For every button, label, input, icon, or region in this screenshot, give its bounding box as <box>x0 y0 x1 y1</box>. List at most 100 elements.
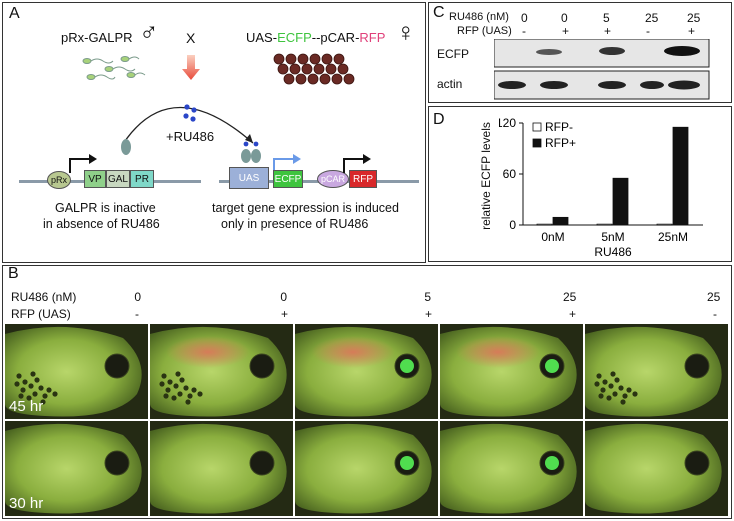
sperm-illustration <box>82 56 146 80</box>
time-label: 30 hr <box>9 495 44 512</box>
gal-domain: GAL <box>106 170 130 188</box>
c-ru486-value: 0 <box>561 11 568 25</box>
x-axis-label: RU486 <box>594 245 632 257</box>
c-rfp-header: RFP (UAS) <box>457 25 512 37</box>
western-blot <box>494 39 710 100</box>
parent1-label: pRx-GALPR <box>61 30 133 45</box>
caption-left-line2: in absence of RU486 <box>43 217 160 231</box>
tadpole-drawing <box>585 324 728 419</box>
b-ru486-value: 0 <box>280 290 287 304</box>
y-tick-label: 0 <box>509 218 516 232</box>
x-tick-label: 25nM <box>658 230 688 244</box>
tadpole-drawing <box>5 421 148 516</box>
b-ru486-value: 25 <box>707 290 721 304</box>
actin-bands <box>498 80 700 90</box>
tadpole-image <box>585 421 728 516</box>
tadpole-drawing <box>150 324 293 419</box>
tadpole-image <box>585 324 728 419</box>
tadpole-image: 30 hr <box>5 421 148 516</box>
y-tick-label: 60 <box>503 167 517 181</box>
tadpole-drawing <box>150 421 293 516</box>
tadpole-image <box>295 324 438 419</box>
c-ru486-value: 25 <box>645 11 659 25</box>
parent2-label: UAS-ECFP--pCAR-RFP <box>246 30 385 45</box>
b-ru486-value: 5 <box>424 290 431 304</box>
caption-right-line1: target gene expression is induced <box>212 201 399 215</box>
b-rfp-value: + <box>425 307 433 321</box>
tadpole-image: 45 hr <box>5 324 148 419</box>
curved-arrow <box>124 106 254 144</box>
tadpole-drawing <box>585 421 728 516</box>
cross-symbol: X <box>186 30 196 46</box>
panel-d-label: D <box>433 111 445 128</box>
c-rfp-value: - <box>646 24 650 38</box>
c-ru486-value: 0 <box>521 11 528 25</box>
time-label: 45 hr <box>9 398 44 415</box>
bar-rfp--0nM <box>552 216 569 226</box>
galpr-protein-icon <box>121 139 131 155</box>
tadpole-drawing <box>295 421 438 516</box>
tadpole-image <box>295 421 438 516</box>
ecfp-bands <box>536 46 700 56</box>
down-arrow-icon <box>182 55 200 80</box>
b-ru486-header: RU486 (nM) <box>11 290 77 304</box>
vp-domain: VP <box>84 170 106 188</box>
tadpole-drawing <box>5 324 148 419</box>
bar-rfp--0nM <box>536 223 553 226</box>
c-ru486-value: 25 <box>687 11 701 25</box>
c-rfp-value: + <box>688 24 696 38</box>
legend-swatch <box>532 122 542 132</box>
treatment-label: +RU486 <box>166 129 215 144</box>
rfp-arrow-icon <box>343 154 371 173</box>
male-symbol: ♂ <box>139 17 159 47</box>
active-galpr-icon <box>241 141 261 163</box>
c-ru486-header: RU486 (nM) <box>449 11 509 23</box>
bar-rfp--25nM <box>656 223 673 226</box>
b-rfp-value: + <box>569 307 577 321</box>
caption-left-line1: GALPR is inactive <box>55 201 156 215</box>
bar-rfp--5nM <box>612 177 629 226</box>
c-rfp-value: + <box>562 24 570 38</box>
pr-domain: PR <box>130 170 154 188</box>
blot-actin-label: actin <box>437 77 463 91</box>
ecfp-text: ECFP <box>277 30 312 45</box>
legend-label: RFP- <box>545 120 573 134</box>
x-tick-label: 0nM <box>541 230 564 244</box>
b-ru486-value: 0 <box>134 290 141 304</box>
legend-label: RFP+ <box>545 136 576 150</box>
panel-b-label: B <box>8 265 19 282</box>
tadpole-image <box>150 324 293 419</box>
panel-c-label: C <box>433 4 445 21</box>
ecfp-gene: ECFP <box>273 170 303 188</box>
rfp-text: RFP <box>359 30 386 45</box>
uas-text: UAS- <box>246 30 278 45</box>
y-tick-label: 120 <box>499 117 516 130</box>
b-rfp-value: + <box>281 307 289 321</box>
tadpole-image <box>440 421 583 516</box>
pcar-promoter: pCAR <box>317 170 349 188</box>
blot-ecfp-label: ECFP <box>437 47 470 61</box>
pcar-text: --pCAR- <box>311 30 360 45</box>
female-symbol: ♀ <box>396 17 416 47</box>
uas-element: UAS <box>229 167 269 189</box>
caption-right-line2: only in presence of RU486 <box>221 217 369 231</box>
tadpole-drawing <box>440 421 583 516</box>
eggs-illustration <box>273 53 355 85</box>
d-ylabel: relative ECFP levels <box>479 122 493 230</box>
c-rfp-value: + <box>604 24 612 38</box>
tadpole-drawing <box>295 324 438 419</box>
panel-a-label: A <box>9 5 20 22</box>
bar-rfp--5nM <box>596 223 613 226</box>
b-ru486-value: 25 <box>563 290 577 304</box>
prx-promoter: pRx <box>47 171 71 189</box>
tadpole-image <box>440 324 583 419</box>
c-rfp-value: - <box>522 24 526 38</box>
b-rfp-header: RFP (UAS) <box>11 307 71 321</box>
tadpole-drawing <box>440 324 583 419</box>
bar-rfp--25nM <box>672 126 689 226</box>
legend-swatch <box>532 138 542 148</box>
